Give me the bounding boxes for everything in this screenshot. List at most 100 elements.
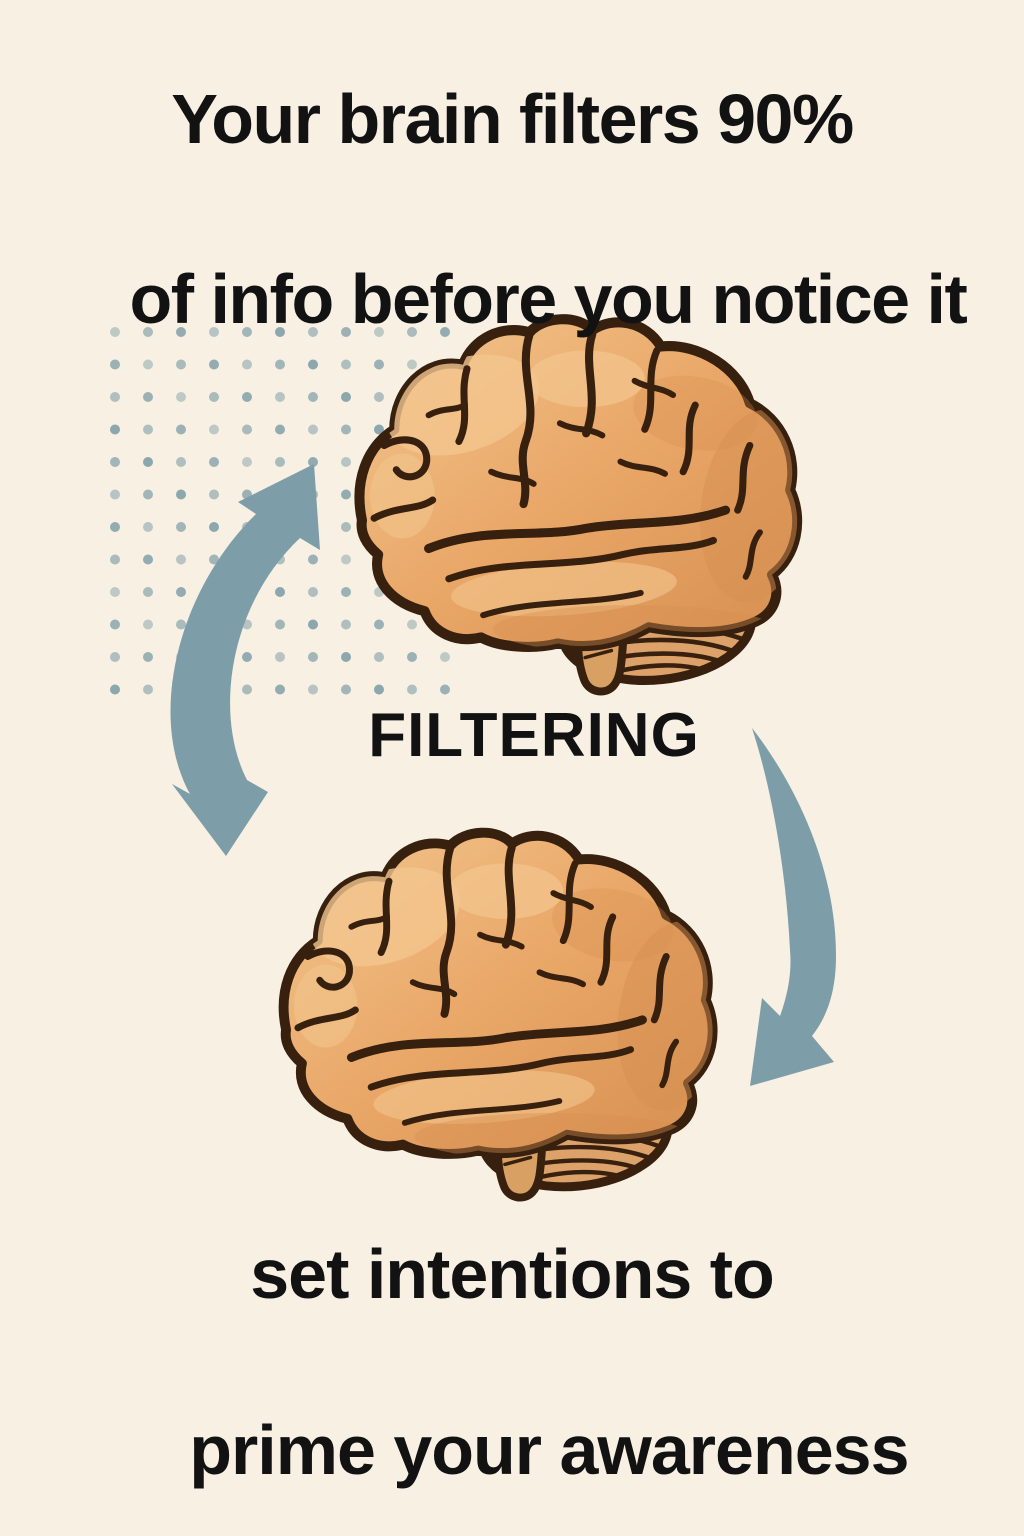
dot <box>308 554 318 565</box>
dot <box>209 327 219 337</box>
curved-arrow-left-icon <box>170 464 320 856</box>
dot <box>440 327 450 337</box>
dot <box>275 424 285 435</box>
footer-line-1: set intentions to <box>250 1235 775 1313</box>
dot <box>308 652 318 662</box>
dot <box>341 424 351 435</box>
dot <box>242 359 252 370</box>
dot <box>110 457 120 467</box>
dot <box>209 457 219 467</box>
dot <box>176 554 186 565</box>
dot <box>374 619 384 630</box>
dot <box>275 619 285 630</box>
dot <box>209 392 219 402</box>
dot <box>143 392 153 402</box>
dot <box>176 522 186 532</box>
dot <box>176 619 186 630</box>
dot <box>275 327 285 337</box>
curved-arrow-right-shape <box>750 728 836 1086</box>
dot <box>440 652 450 662</box>
dot <box>341 619 351 630</box>
dot <box>275 587 285 597</box>
dot <box>176 327 186 337</box>
dot <box>407 327 417 337</box>
dot <box>143 522 153 532</box>
dot <box>143 327 153 337</box>
dot <box>374 392 384 402</box>
dot <box>176 457 186 467</box>
dot <box>275 684 285 695</box>
dot <box>209 424 219 435</box>
dot <box>143 489 153 500</box>
dot <box>143 424 153 435</box>
dot <box>176 489 186 500</box>
dot <box>176 359 186 370</box>
process-label-text: FILTERING <box>368 701 700 770</box>
dot <box>242 424 252 435</box>
dot <box>110 684 120 695</box>
dot <box>407 359 417 370</box>
dot <box>275 457 285 467</box>
dot <box>143 554 153 565</box>
dot <box>242 652 252 662</box>
dot <box>143 587 153 597</box>
dot <box>308 457 318 467</box>
dot <box>110 522 120 532</box>
dot <box>110 587 120 597</box>
dot <box>275 359 285 370</box>
dot <box>308 619 318 630</box>
dot <box>110 392 120 402</box>
dot <box>341 392 351 402</box>
dot <box>242 327 252 337</box>
dot <box>209 359 219 370</box>
headline: Your brain filters 90% of info before yo… <box>0 74 1024 434</box>
dot <box>407 652 417 662</box>
bottom-brain-illustration <box>256 808 722 1204</box>
dot <box>308 424 318 435</box>
curved-arrow-right-icon <box>750 728 836 1086</box>
dot <box>176 424 186 435</box>
dot <box>341 489 351 500</box>
dot <box>110 652 120 662</box>
dot <box>242 684 252 695</box>
headline-line-2: of info before you notice it <box>129 260 967 338</box>
dot <box>275 392 285 402</box>
dot <box>143 457 153 467</box>
dot <box>341 522 351 532</box>
dot <box>440 684 450 695</box>
dot <box>341 327 351 337</box>
dot <box>143 652 153 662</box>
headline-line-1: Your brain filters 90% <box>171 80 854 158</box>
dot <box>176 392 186 402</box>
dot <box>110 327 120 337</box>
dot <box>110 489 120 500</box>
dot <box>374 684 384 695</box>
dot <box>374 359 384 370</box>
dot <box>374 327 384 337</box>
dot <box>308 684 318 695</box>
dot <box>341 554 351 565</box>
dot <box>242 457 252 467</box>
dot <box>407 619 417 630</box>
dot <box>110 554 120 565</box>
footer-line-2: prime your awareness <box>189 1411 909 1489</box>
dot <box>143 359 153 370</box>
dot <box>176 587 186 597</box>
dot <box>308 359 318 370</box>
dot <box>341 457 351 467</box>
curved-arrow-left-shape <box>170 464 320 856</box>
dot <box>143 684 153 695</box>
dot <box>341 684 351 695</box>
dot <box>209 489 219 500</box>
dot <box>308 327 318 337</box>
dot <box>275 652 285 662</box>
dot <box>110 619 120 630</box>
dot <box>308 392 318 402</box>
dot <box>341 652 351 662</box>
dot <box>341 359 351 370</box>
dot <box>308 587 318 597</box>
dot <box>209 522 219 532</box>
dot <box>374 424 384 435</box>
footer-caption: set intentions to prime your awareness <box>0 1230 1024 1536</box>
